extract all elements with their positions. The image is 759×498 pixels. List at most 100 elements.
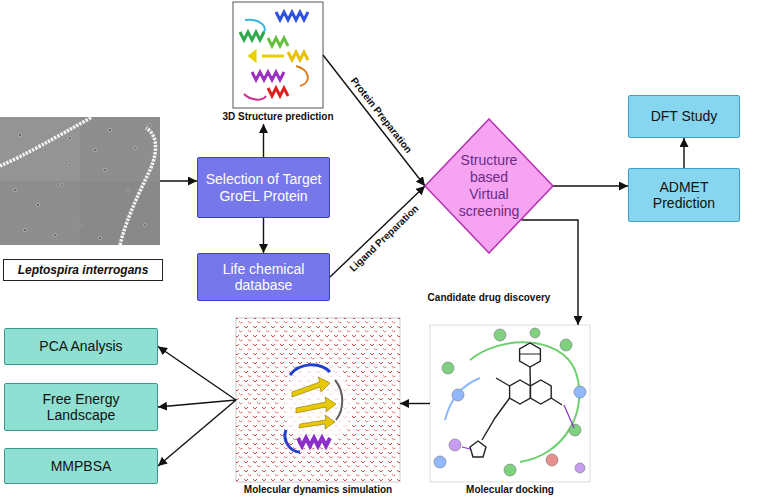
box-label: DFT Study: [651, 108, 718, 124]
micrograph-image-part-part: [18, 133, 21, 136]
micrograph-image-part-part: [61, 184, 64, 187]
docking-interaction-image-part-part: [575, 463, 585, 473]
image-caption: Molecular dynamics simulation: [244, 484, 392, 496]
docking-interaction-image-part-part: [546, 454, 558, 466]
docking-interaction-image-part-part: [574, 386, 586, 398]
process-box: DFT Study: [628, 95, 740, 138]
molecular-dynamics-image-part: [284, 363, 352, 447]
image-panel: Molecular docking: [420, 322, 600, 496]
protein-structure-image-part: [276, 12, 308, 20]
micrograph-image-part-part: [44, 149, 47, 152]
edge-label: Protein Preparation: [347, 73, 416, 157]
docking-interaction-image-part-part: [470, 441, 486, 457]
protein-structure-image: [233, 2, 323, 108]
molecular-dynamics-image-part: [299, 415, 335, 429]
micrograph-image-part-part: [134, 147, 137, 150]
docking-interaction-image-part: [445, 378, 480, 420]
analysis-box: PCA Analysis: [4, 328, 158, 365]
docking-interaction-image-part: [470, 342, 579, 462]
arrow-connector: [553, 185, 628, 186]
docking-interaction-image-part: [434, 328, 586, 476]
process-box: Selection of Target GroEL Protein: [197, 157, 330, 218]
box-label: Free Energy Landscape: [11, 391, 151, 423]
docking-interaction-image-part-part: [504, 464, 516, 476]
docking-interaction-image-part-part: [551, 398, 562, 405]
docking-interaction-image-part-part: [569, 424, 581, 436]
micrograph-image-part: [80, 181, 160, 245]
docking-interaction-image-part: [520, 354, 540, 355]
micrograph-image-part-part: [94, 149, 97, 152]
molecular-dynamics-image-part: [296, 397, 336, 413]
micrograph-image-part-part: [86, 198, 89, 201]
molecular-dynamics-image-part: [236, 318, 400, 482]
protein-structure-image-part: [268, 88, 288, 96]
box-label: MMPBSA: [51, 458, 112, 474]
analysis-box: MMPBSA: [4, 448, 158, 484]
diamond-shape: [425, 119, 553, 253]
process-box: Life chemical database: [197, 253, 330, 301]
molecular-dynamics-image-part: [290, 365, 330, 375]
analysis-box: Free Energy Landscape: [4, 383, 158, 431]
micrograph-image-part-part: [108, 128, 111, 131]
micrograph-image-part-part: [54, 234, 57, 237]
arrow-connector: [263, 124, 264, 157]
micrograph-image-part-part: [36, 203, 39, 206]
protein-structure-image-part: [240, 32, 264, 40]
protein-structure-image-part: [233, 2, 323, 108]
arrow-connector: [158, 400, 236, 466]
arrow-connector: [158, 400, 236, 407]
micrograph-image-part-part: [23, 228, 26, 231]
micrograph-image-part-part: [98, 236, 101, 239]
micrograph-image-part-part: [79, 224, 82, 227]
micrograph-image: [0, 117, 160, 245]
box-label: Selection of Target GroEL Protein: [204, 171, 323, 203]
specimen-panel: Leptospira interrogans: [0, 117, 164, 283]
edge-label: Ligand Preparation: [345, 201, 422, 275]
molecular-dynamics-image-part: [236, 318, 400, 482]
docking-interaction-image-part: [470, 343, 562, 457]
arrow-connector: [330, 186, 425, 277]
diamond-text-area: Structure based Virtual screening: [456, 118, 522, 254]
micrograph-image-part-part: [149, 124, 152, 127]
diamond-caption: Candidate drug discovery: [419, 292, 559, 304]
micrograph-image-part-part: [69, 164, 72, 167]
docking-interaction-image-part-part: [520, 343, 541, 367]
protein-structure-image-part: [250, 52, 284, 60]
micrograph-image-part-part: [127, 189, 130, 192]
docking-interaction-image-part-part: [510, 380, 531, 404]
docking-interaction-image-part-part: [560, 339, 572, 351]
box-label: ADMET Prediction: [635, 179, 733, 211]
micrograph-image-part: [0, 117, 80, 181]
process-box: ADMET Prediction: [628, 168, 740, 222]
micrograph-image-part-part: [144, 224, 147, 227]
micrograph-image-part: [7, 124, 152, 240]
molecular-dynamics-image: [236, 318, 400, 482]
docking-interaction-image-part: [430, 325, 590, 482]
docking-interaction-image-part-part: [449, 439, 461, 451]
docking-interaction-image-part-part: [434, 456, 446, 468]
docking-interaction-image-part: [564, 405, 574, 428]
protein-structure-image-part: [288, 52, 308, 60]
arrow-connector: [158, 347, 236, 401]
image-caption: 3D Structure prediction: [222, 111, 333, 123]
docking-interaction-image-part-part: [494, 329, 506, 341]
docking-interaction-image-part: [462, 447, 470, 449]
micrograph-image-part-part: [104, 169, 107, 172]
arrow-connector: [522, 220, 579, 325]
diamond-label: Structure based Virtual screening: [456, 152, 522, 219]
micrograph-image-part: [0, 117, 92, 166]
protein-structure-image-part: [244, 94, 266, 100]
arrow-connector: [683, 138, 684, 168]
arrow-connector: [263, 218, 264, 253]
box-label: Life chemical database: [204, 261, 323, 293]
docking-interaction-image-part-part: [529, 367, 531, 386]
protein-structure-image-part: [252, 72, 284, 80]
arrow-connector: [160, 180, 197, 181]
docking-interaction-image-part-part: [530, 328, 540, 338]
micrograph-image-part: [0, 117, 160, 245]
docking-interaction-image-part-part: [442, 362, 454, 374]
image-caption: Molecular docking: [466, 484, 554, 496]
docking-interaction-image: [430, 325, 590, 482]
molecular-dynamics-image-part: [298, 438, 330, 446]
